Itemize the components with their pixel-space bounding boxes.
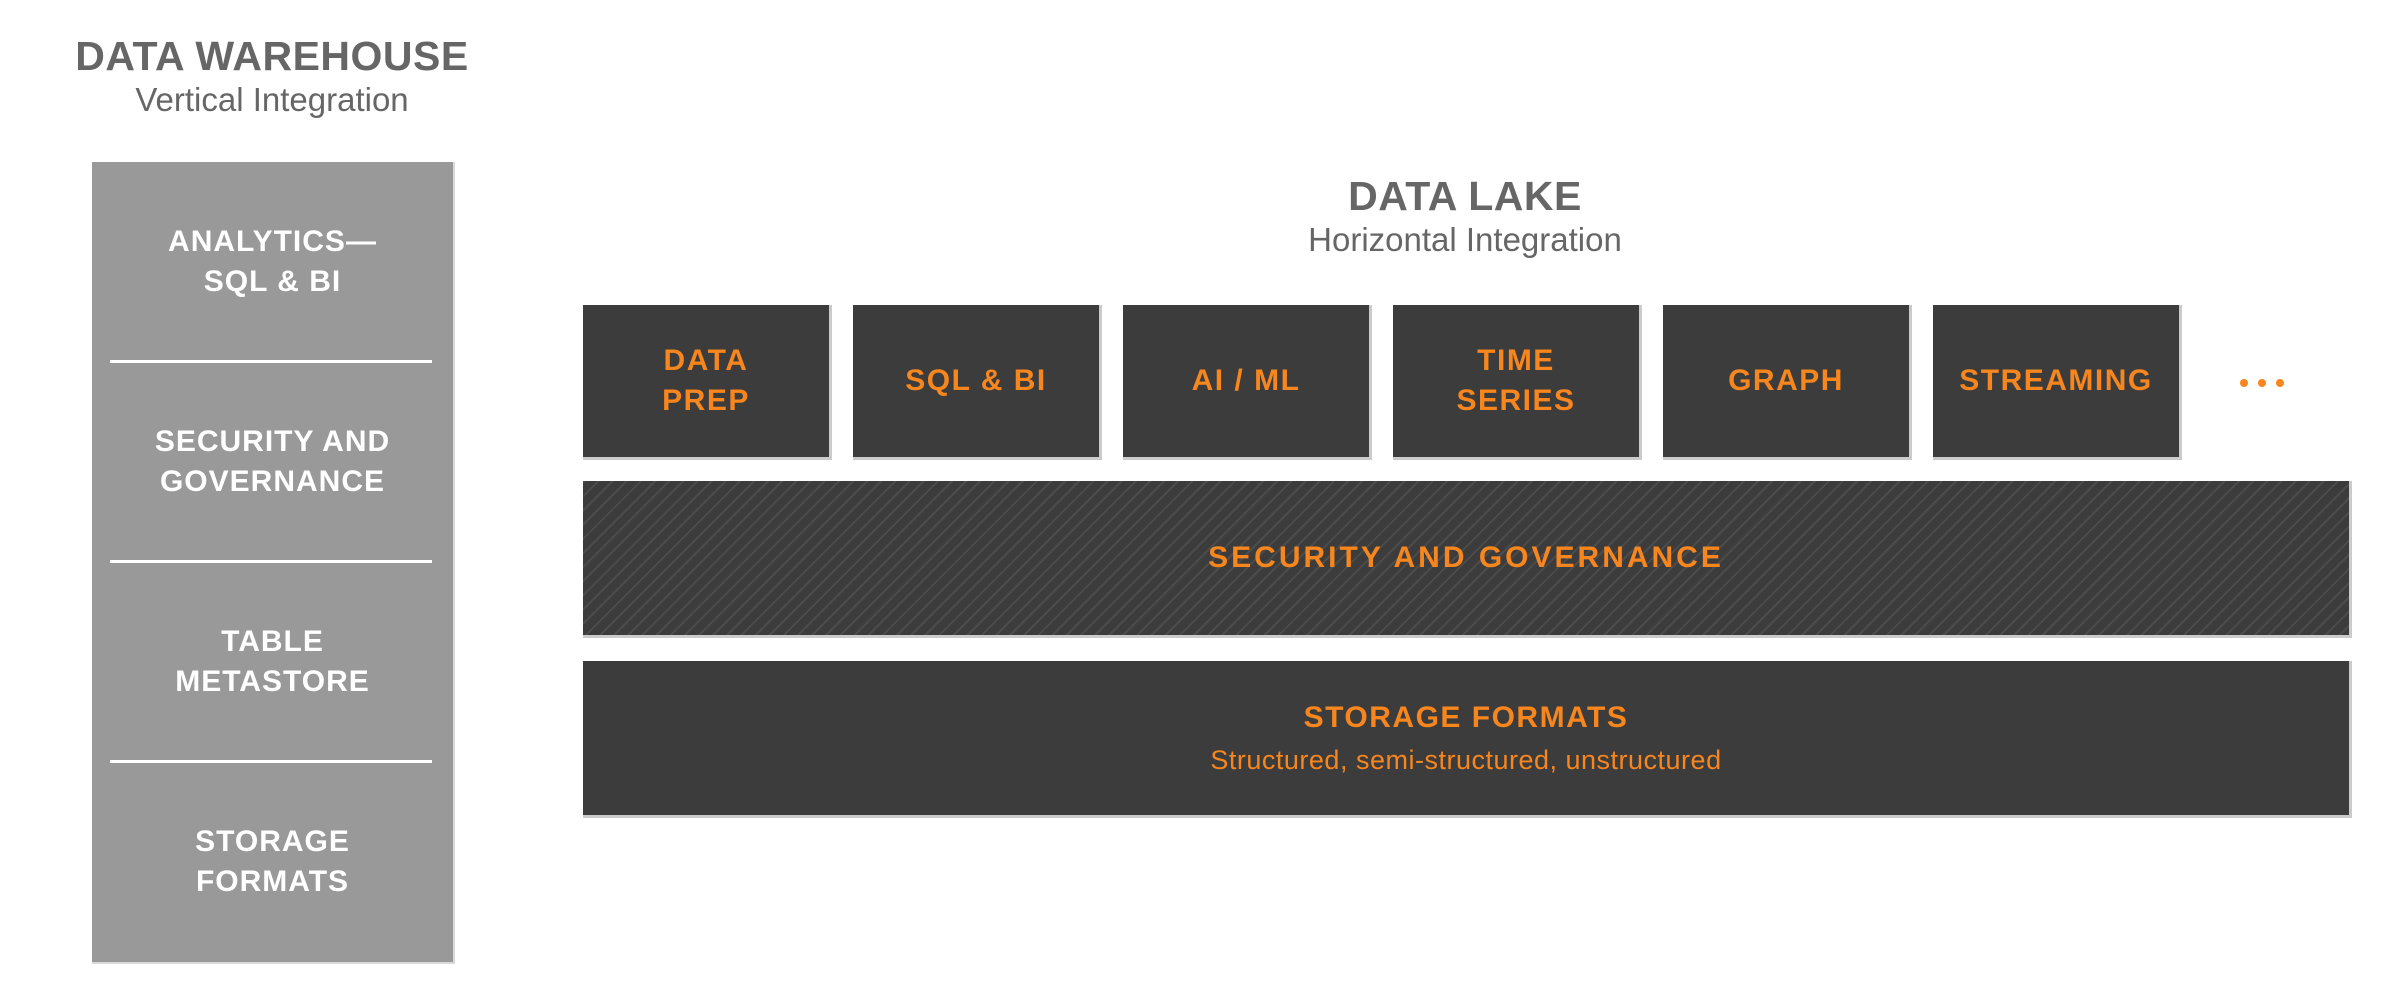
engine-label: AI / ML: [1191, 364, 1301, 397]
lake-title: DATA LAKE: [1348, 173, 1582, 219]
engine-box-ai-ml: AI / ML: [1123, 305, 1372, 460]
engine-box-streaming: STREAMING: [1933, 305, 2182, 460]
warehouse-layer-table-metastore: TABLE METASTORE: [92, 562, 453, 762]
storage-formats-band-label: STORAGE FORMATS: [1303, 700, 1629, 734]
engine-box-sql-bi: SQL & BI: [853, 305, 1102, 460]
security-governance-band: SECURITY AND GOVERNANCE: [583, 481, 2352, 638]
warehouse-stack: ANALYTICS— SQL & BI SECURITY AND GOVERNA…: [92, 162, 455, 964]
warehouse-subtitle: Vertical Integration: [135, 81, 409, 118]
layer-divider: [110, 360, 432, 363]
warehouse-layer-label: STORAGE FORMATS: [195, 825, 350, 898]
engine-box-time-series: TIME SERIES: [1393, 305, 1642, 460]
layer-divider: [110, 560, 432, 563]
engine-label: TIME SERIES: [1456, 344, 1576, 417]
ellipsis-dot-icon: [2240, 378, 2248, 387]
engine-box-graph: GRAPH: [1663, 305, 1912, 460]
engine-box-data-prep: DATA PREP: [583, 305, 832, 460]
security-governance-band-label: SECURITY AND GOVERNANCE: [1208, 541, 1724, 574]
layer-divider: [110, 760, 432, 763]
engine-label: SQL & BI: [905, 364, 1047, 397]
warehouse-layer-label: SECURITY AND GOVERNANCE: [154, 425, 391, 498]
warehouse-layer-analytics: ANALYTICS— SQL & BI: [92, 162, 453, 362]
engine-label: DATA PREP: [662, 344, 750, 417]
warehouse-layer-security-governance: SECURITY AND GOVERNANCE: [92, 362, 453, 562]
ellipsis-dot-icon: [2258, 378, 2266, 387]
storage-formats-band-sublabel: Structured, semi-structured, unstructure…: [1210, 744, 1722, 775]
warehouse-layer-label: ANALYTICS— SQL & BI: [168, 225, 377, 298]
warehouse-layer-storage-formats: STORAGE FORMATS: [92, 762, 453, 962]
lake-subtitle: Horizontal Integration: [1308, 221, 1622, 258]
engine-label: GRAPH: [1728, 364, 1844, 397]
warehouse-heading: DATA WAREHOUSE Vertical Integration: [32, 32, 512, 120]
warehouse-layer-label: TABLE METASTORE: [175, 625, 370, 698]
engine-label: STREAMING: [1959, 364, 2153, 397]
ellipsis-dot-icon: [2276, 378, 2284, 387]
storage-formats-band: STORAGE FORMATS Structured, semi-structu…: [583, 661, 2352, 818]
warehouse-title: DATA WAREHOUSE: [75, 33, 469, 79]
more-engines-ellipsis-icon: [2234, 305, 2290, 460]
lake-heading: DATA LAKE Horizontal Integration: [1165, 172, 1765, 260]
